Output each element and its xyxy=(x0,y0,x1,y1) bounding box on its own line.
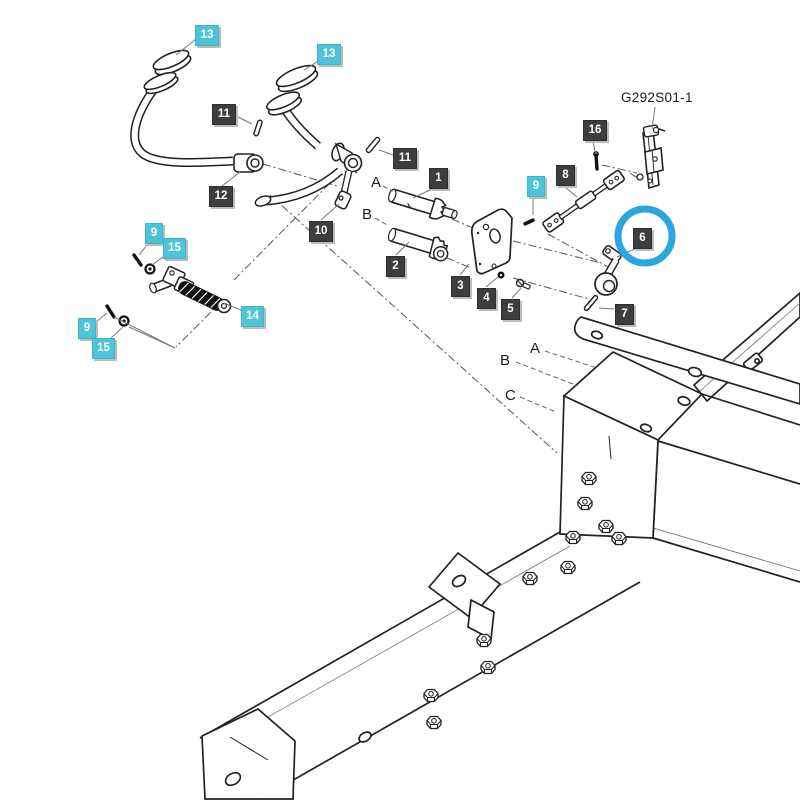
callout-7-15[interactable]: 7 xyxy=(615,304,634,325)
callout-16-12[interactable]: 16 xyxy=(583,120,607,141)
ref-letter-B-3: B xyxy=(500,352,511,369)
shaft-1 xyxy=(388,188,458,220)
callout-4-9[interactable]: 4 xyxy=(477,288,496,309)
callout-15-17[interactable]: 15 xyxy=(163,238,186,259)
pin-11-right xyxy=(365,136,381,154)
frame-bottom-bracket xyxy=(201,707,296,800)
rod-8 xyxy=(542,169,625,233)
plate-3 xyxy=(470,208,513,275)
callout-15-20[interactable]: 15 xyxy=(92,338,115,359)
pin-9-rod xyxy=(523,218,535,226)
ref-letter-A-0: A xyxy=(371,174,382,191)
pivot-boss-10 xyxy=(331,142,363,210)
screw-5 xyxy=(515,278,531,290)
leader-lines xyxy=(94,38,656,349)
shaft-2 xyxy=(387,227,449,262)
callout-8-11[interactable]: 8 xyxy=(556,165,575,186)
pedal-left xyxy=(130,49,264,173)
callout-6-14[interactable]: 6 xyxy=(633,228,652,249)
callout-9-19[interactable]: 9 xyxy=(78,318,96,339)
pin-11-left xyxy=(253,119,263,137)
part-number-label: G292S01-1 xyxy=(621,90,693,105)
bolt-4 xyxy=(497,271,505,279)
pin-9-lower xyxy=(105,304,116,319)
ref-letter-A-2: A xyxy=(530,340,541,357)
callout-14-18[interactable]: 14 xyxy=(241,306,264,327)
lever-6 xyxy=(594,245,622,296)
callout-5-10[interactable]: 5 xyxy=(501,299,520,320)
pin-7 xyxy=(583,294,599,312)
ref-letter-B-1: B xyxy=(362,206,373,223)
spring-coil-14 xyxy=(178,281,224,311)
ref-leader-dashes xyxy=(374,185,598,413)
pedal-right xyxy=(254,64,381,210)
pivot-bushing-12 xyxy=(233,153,264,173)
callout-1-6[interactable]: 1 xyxy=(429,168,448,189)
callout-13-0[interactable]: 13 xyxy=(195,25,219,46)
pin-16 xyxy=(593,151,599,171)
callout-2-7[interactable]: 2 xyxy=(386,256,405,277)
washer-15-upper xyxy=(144,263,156,275)
callout-3-8[interactable]: 3 xyxy=(451,276,470,297)
spring-assembly xyxy=(149,265,232,314)
frame-top-bar xyxy=(573,316,800,405)
frame-mid-bracket xyxy=(427,551,502,641)
pin-9-upper xyxy=(132,253,143,267)
callout-9-13[interactable]: 9 xyxy=(527,176,545,197)
bracket-g292s01-1 xyxy=(636,124,666,190)
ref-letter-C-4: C xyxy=(505,387,516,404)
callout-13-1[interactable]: 13 xyxy=(317,44,341,65)
callout-11-4[interactable]: 11 xyxy=(393,148,417,169)
callout-10-5[interactable]: 10 xyxy=(309,221,333,242)
callout-12-3[interactable]: 12 xyxy=(209,186,233,207)
frame xyxy=(199,291,800,800)
highlight-circle xyxy=(614,205,676,267)
callout-11-2[interactable]: 11 xyxy=(212,104,236,125)
callout-9-16[interactable]: 9 xyxy=(145,223,163,244)
